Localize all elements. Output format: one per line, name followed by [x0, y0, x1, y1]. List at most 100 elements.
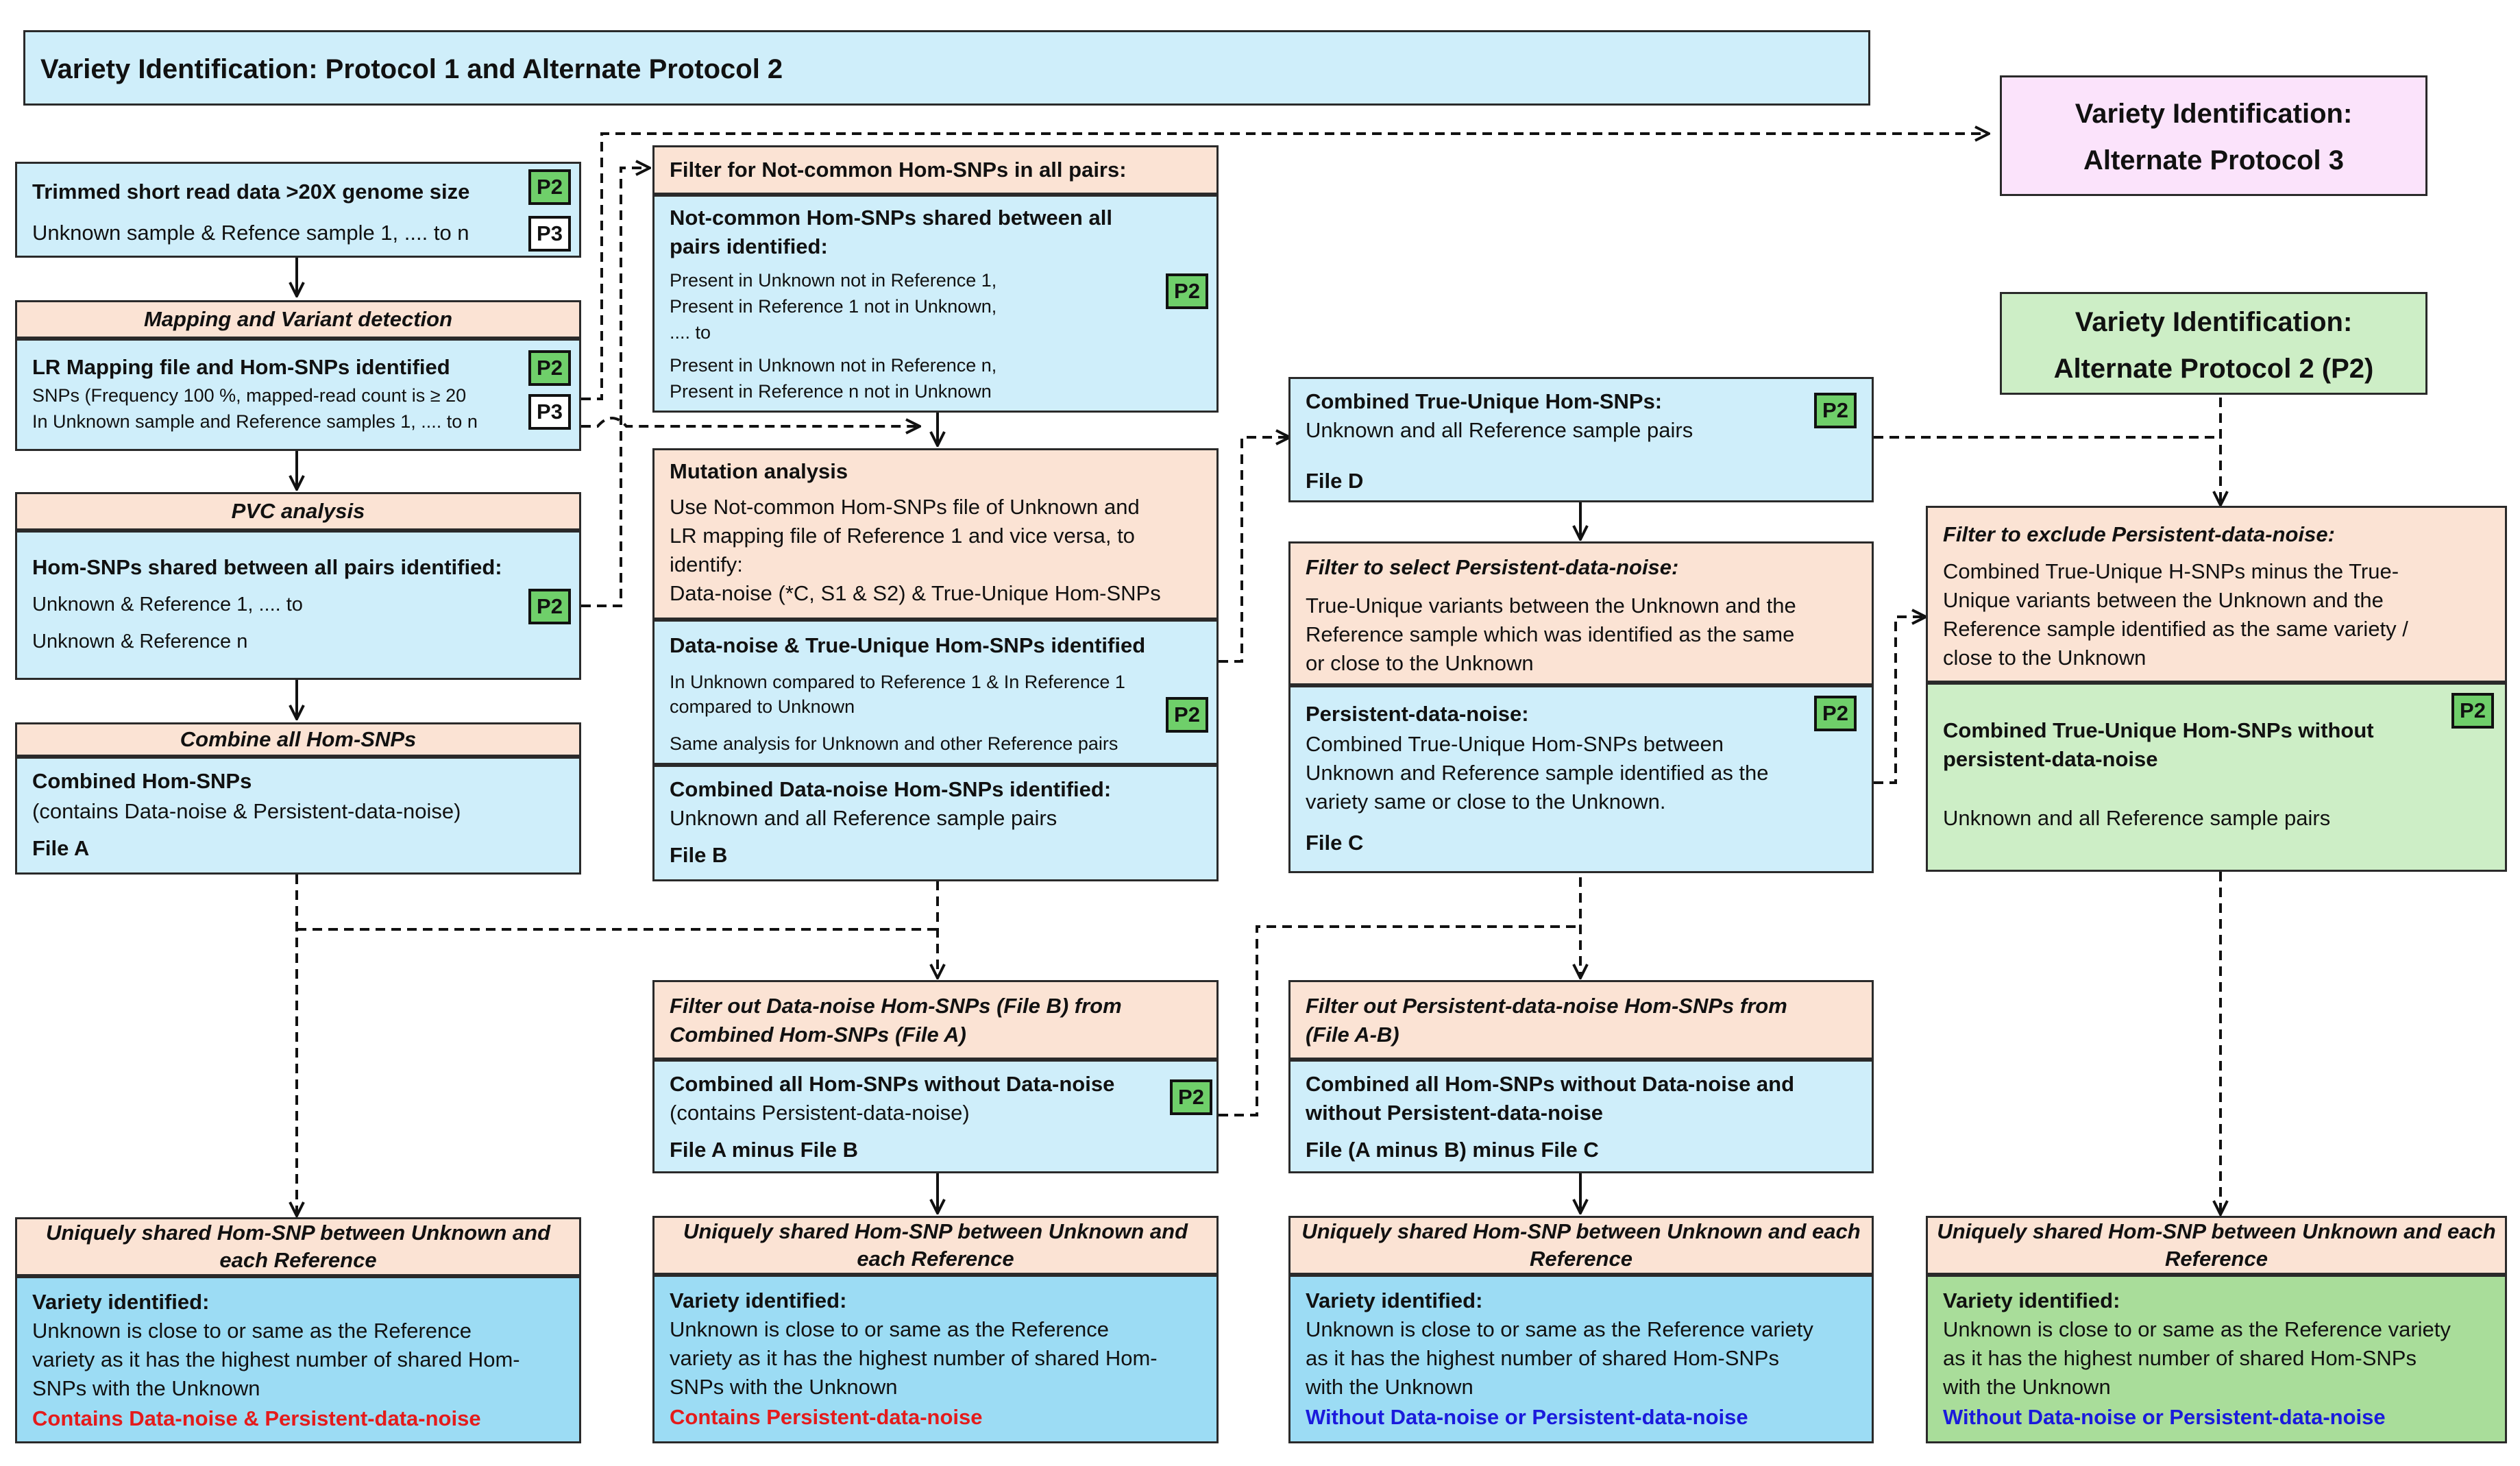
persistent-line3: variety same or close to the Unknown. [1306, 790, 1666, 814]
notcommon-line5: Present in Reference n not in Unknown [670, 381, 992, 402]
mapping-header: Mapping and Variant detection [15, 300, 581, 339]
combine-title: Combined Hom-SNPs [32, 769, 252, 793]
true-unique-title: Combined True-Unique Hom-SNPs: [1306, 389, 1663, 413]
result4-line1: Unknown is close to or same as the Refer… [1943, 1317, 2451, 1341]
result1-line1: Unknown is close to or same as the Refer… [32, 1319, 472, 1343]
mutation-line4: Data-noise (*C, S1 & S2) & True-Unique H… [670, 581, 1161, 605]
input-line1: Trimmed short read data >20X genome size [32, 180, 470, 204]
protocol3-line2: Alternate Protocol 3 [2083, 145, 2345, 175]
filterout-persistent-title2: without Persistent-data-noise [1306, 1101, 1604, 1125]
result1-line2: variety as it has the highest number of … [32, 1347, 520, 1371]
exclude-title2: persistent-data-noise [1943, 747, 2158, 771]
datanoise-line1: In Unknown compared to Reference 1 & In … [670, 672, 1125, 692]
filterout-persistent-header-line2: (File A-B) [1306, 1023, 1399, 1047]
file-d-label: File D [1306, 469, 1364, 493]
result2-box: Variety identified: Unknown is close to … [652, 1275, 1219, 1443]
filterout-persistent-header: Filter out Persistent-data-noise Hom-SNP… [1288, 980, 1874, 1060]
combine-header: Combine all Hom-SNPs [15, 722, 581, 757]
protocol2-box: Variety Identification: Alternate Protoc… [2000, 292, 2427, 395]
result2-line1: Unknown is close to or same as the Refer… [670, 1317, 1109, 1341]
combined-datanoise-box: Combined Data-noise Hom-SNPs identified:… [652, 765, 1219, 881]
file-amb-minus-c-label: File (A minus B) minus File C [1306, 1138, 1599, 1162]
filterout-persistent-title1: Combined all Hom-SNPs without Data-noise… [1306, 1072, 1795, 1096]
mutation-line3: identify: [670, 552, 743, 576]
filterout-datanoise-box: Combined all Hom-SNPs without Data-noise… [652, 1060, 1219, 1173]
result1-box: Variety identified: Unknown is close to … [15, 1276, 581, 1443]
p2-badge: P2 [528, 350, 571, 386]
p2-badge: P2 [1166, 697, 1208, 733]
protocol3-box: Variety Identification: Alternate Protoc… [2000, 75, 2427, 196]
persistent-filter-box: Filter to select Persistent-data-noise: … [1288, 541, 1874, 685]
notcommon-title2: pairs identified: [670, 234, 828, 258]
pvc-line2: Unknown & Reference n [32, 631, 248, 652]
notcommon-line1: Present in Unknown not in Reference 1, [670, 270, 997, 291]
mutation-analysis-box: Mutation analysis Use Not-common Hom-SNP… [652, 448, 1219, 620]
p2-badge: P2 [528, 169, 571, 205]
result2-header-text: Uniquely shared Hom-SNP between Unknown … [683, 1219, 1188, 1271]
p2-badge: P2 [528, 589, 571, 624]
file-c-label: File C [1306, 831, 1364, 855]
persistent-title: Persistent-data-noise: [1306, 702, 1529, 726]
result4-header-text: Uniquely shared Hom-SNP between Unknown … [1937, 1219, 2496, 1271]
combine-line1: (contains Data-noise & Persistent-data-n… [32, 799, 461, 823]
protocol2-line1: Variety Identification: [2075, 307, 2353, 337]
filterout-datanoise-header: Filter out Data-noise Hom-SNPs (File B) … [652, 980, 1219, 1060]
result4-header: Uniquely shared Hom-SNP between Unknown … [1926, 1216, 2507, 1275]
result3-note: Without Data-noise or Persistent-data-no… [1306, 1405, 1748, 1429]
result4-line3: with the Unknown [1943, 1375, 2111, 1399]
datanoise-box: Data-noise & True-Unique Hom-SNPs identi… [652, 620, 1219, 765]
mutation-title: Mutation analysis [670, 459, 848, 483]
exclude-line1: Unknown and all Reference sample pairs [1943, 806, 2331, 830]
p2-badge: P2 [1166, 273, 1208, 309]
p2-badge: P2 [1814, 393, 1857, 428]
filterout-datanoise-line1: (contains Persistent-data-noise) [670, 1101, 970, 1125]
result1-note: Contains Data-noise & Persistent-data-no… [32, 1406, 481, 1430]
combined-datanoise-title: Combined Data-noise Hom-SNPs identified: [670, 777, 1112, 801]
notcommon-line3: .... to [670, 322, 711, 343]
protocol3-line1: Variety Identification: [2075, 99, 2353, 129]
result3-line1: Unknown is close to or same as the Refer… [1306, 1317, 1813, 1341]
result3-line2: as it has the highest number of shared H… [1306, 1346, 1779, 1370]
p2-badge: P2 [1814, 696, 1857, 731]
mapping-line2: In Unknown sample and Reference samples … [32, 411, 478, 432]
filter-notcommon-header: Filter for Not-common Hom-SNPs in all pa… [652, 145, 1219, 195]
result3-header-text: Uniquely shared Hom-SNP between Unknown … [1301, 1219, 1861, 1271]
file-a-minus-b-label: File A minus File B [670, 1138, 859, 1162]
result4-note: Without Data-noise or Persistent-data-no… [1943, 1405, 2386, 1429]
mapping-box: LR Mapping file and Hom-SNPs identified … [15, 339, 581, 451]
notcommon-line2: Present in Reference 1 not in Unknown, [670, 296, 997, 317]
file-b-label: File B [670, 843, 728, 867]
datanoise-title: Data-noise & True-Unique Hom-SNPs identi… [670, 633, 1146, 657]
result2-header: Uniquely shared Hom-SNP between Unknown … [652, 1216, 1219, 1275]
persistent-desc-line2: Reference sample which was identified as… [1306, 622, 1795, 646]
pvc-header: PVC analysis [15, 492, 581, 530]
result3-box: Variety identified: Unknown is close to … [1288, 1275, 1874, 1443]
pvc-box: Hom-SNPs shared between all pairs identi… [15, 530, 581, 680]
filterout-persistent-box: Combined all Hom-SNPs without Data-noise… [1288, 1060, 1874, 1173]
persistent-line1: Combined True-Unique Hom-SNPs between [1306, 732, 1724, 756]
result1-line3: SNPs with the Unknown [32, 1376, 260, 1400]
input-data-box: Trimmed short read data >20X genome size… [15, 162, 581, 258]
result3-line3: with the Unknown [1306, 1375, 1473, 1399]
pvc-line1: Unknown & Reference 1, .... to [32, 594, 303, 615]
combined-datanoise-line1: Unknown and all Reference sample pairs [670, 806, 1057, 830]
persistent-noise-box: Persistent-data-noise: Combined True-Uni… [1288, 685, 1874, 873]
datanoise-line3: Same analysis for Unknown and other Refe… [670, 733, 1118, 754]
datanoise-line2: compared to Unknown [670, 696, 855, 717]
result1-header-text: Uniquely shared Hom-SNP between Unknown … [45, 1221, 551, 1272]
exclude-desc-line1: Combined True-Unique H-SNPs minus the Tr… [1943, 559, 2399, 583]
dashed-mapping-to-protocol3 [581, 134, 1987, 400]
persistent-line2: Unknown and Reference sample identified … [1306, 761, 1769, 785]
p2-badge: P2 [2451, 693, 2494, 729]
result4-box: Variety identified: Unknown is close to … [1926, 1275, 2507, 1443]
result2-title: Variety identified: [670, 1288, 847, 1312]
exclude-result-box: Combined True-Unique Hom-SNPs without pe… [1926, 683, 2507, 872]
result4-title: Variety identified: [1943, 1288, 2120, 1312]
true-unique-line1: Unknown and all Reference sample pairs [1306, 418, 1693, 442]
p2-badge: P2 [1170, 1079, 1212, 1115]
exclude-persistent-filter-box: Filter to exclude Persistent-data-noise:… [1926, 506, 2507, 683]
exclude-desc-line4: close to the Unknown [1943, 646, 2146, 670]
result3-title: Variety identified: [1306, 1288, 1483, 1312]
result2-note: Contains Persistent-data-noise [670, 1405, 983, 1429]
